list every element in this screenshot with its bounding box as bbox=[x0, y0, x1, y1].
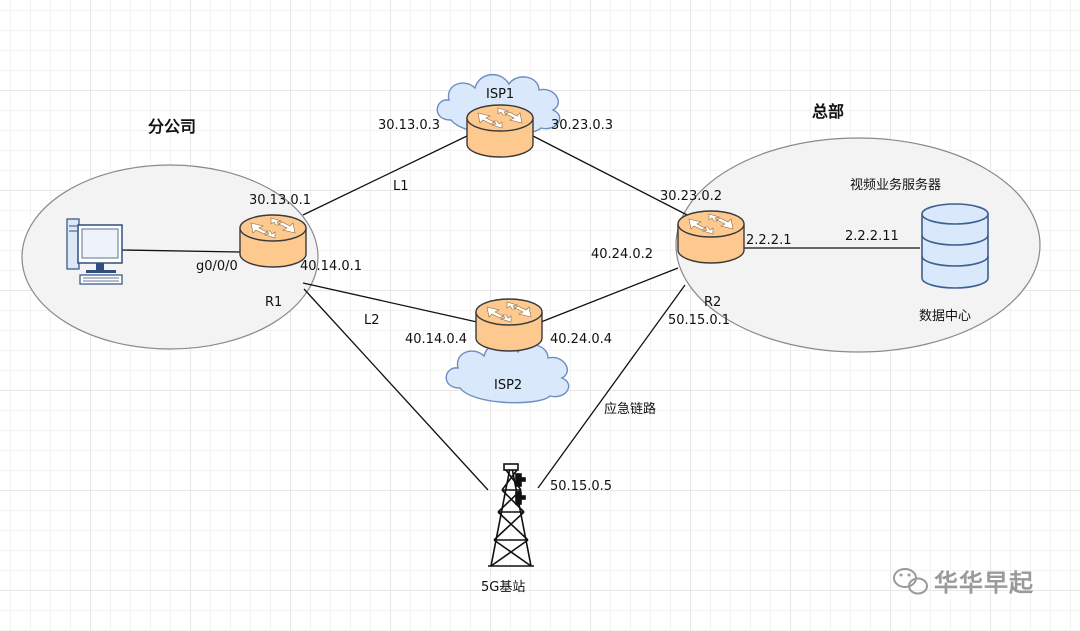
database-icon bbox=[921, 203, 989, 289]
link-pc-r1 bbox=[121, 249, 241, 253]
isp2-router-icon bbox=[475, 298, 543, 352]
link-l2 bbox=[302, 282, 478, 323]
l2-label: L2 bbox=[364, 313, 380, 328]
link-isp1-r2 bbox=[532, 135, 694, 219]
link-r1-5g bbox=[303, 288, 489, 491]
5g-tower-icon bbox=[488, 463, 534, 567]
watermark-text: 华华早起 bbox=[934, 569, 1034, 597]
r1-g0-label: g0/0/0 bbox=[196, 259, 238, 274]
link-isp2-r2 bbox=[540, 267, 679, 323]
hq-region bbox=[675, 137, 1041, 353]
isp1-router-icon bbox=[466, 104, 534, 158]
isp1-r1-ip: 30.13.0.3 bbox=[378, 118, 440, 133]
video-service-label: 视频业务服务器 bbox=[850, 177, 941, 193]
link-emergency bbox=[537, 284, 686, 489]
pc-icon bbox=[66, 218, 123, 285]
r2-isp1-ip: 30.23.0.2 bbox=[660, 189, 722, 204]
server-ip: 2.2.2.11 bbox=[845, 229, 899, 244]
r2-server-ip: 2.2.2.1 bbox=[746, 233, 791, 248]
r1-isp2-ip: 40.14.0.1 bbox=[300, 259, 362, 274]
r2-router-icon bbox=[677, 210, 745, 264]
r1-isp1-ip: 30.13.0.1 bbox=[249, 193, 311, 208]
r1-router-icon bbox=[239, 214, 307, 268]
isp2-label: ISP2 bbox=[494, 378, 522, 393]
datacenter-label: 数据中心 bbox=[919, 309, 971, 324]
isp2-r1-ip: 40.14.0.4 bbox=[405, 332, 467, 347]
wechat-icon bbox=[893, 568, 928, 595]
r2-label: R2 bbox=[704, 295, 721, 310]
r2-isp2-ip: 40.24.0.2 bbox=[591, 247, 653, 262]
hq-title: 总部 bbox=[812, 102, 844, 121]
r2-5g-ip: 50.15.0.1 bbox=[668, 313, 730, 328]
tower-ip: 50.15.0.5 bbox=[550, 479, 612, 494]
emergency-link-label: 应急链路 bbox=[604, 401, 656, 417]
branch-region bbox=[21, 164, 319, 350]
r1-label: R1 bbox=[265, 295, 282, 310]
5g-tower-label: 5G基站 bbox=[481, 580, 525, 595]
isp2-r2-ip: 40.24.0.4 bbox=[550, 332, 612, 347]
branch-title: 分公司 bbox=[148, 117, 196, 136]
isp1-r2-ip: 30.23.0.3 bbox=[551, 118, 613, 133]
link-l1 bbox=[302, 135, 468, 216]
isp1-label: ISP1 bbox=[486, 87, 514, 102]
l1-label: L1 bbox=[393, 179, 409, 194]
